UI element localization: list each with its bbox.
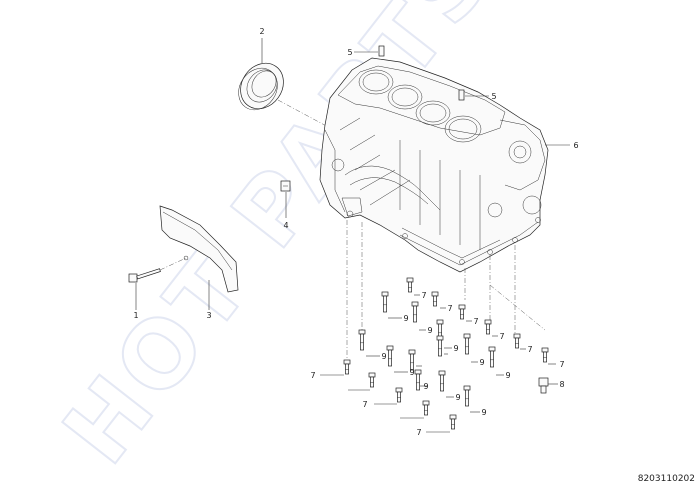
main-bearing-bolts xyxy=(320,277,556,433)
callout-c9j: 9 xyxy=(481,408,486,417)
bolt-3 xyxy=(458,304,466,320)
callout-c2: 2 xyxy=(259,27,264,36)
callout-c9f: 9 xyxy=(479,358,484,367)
bolt-5 xyxy=(513,333,521,349)
callout-c5a: 5 xyxy=(347,48,352,57)
bolt-12 xyxy=(463,333,471,355)
bolt-22 xyxy=(422,400,430,416)
bolt-7 xyxy=(381,291,389,313)
bolt-1 xyxy=(406,277,414,293)
callout-c9i: 9 xyxy=(455,393,460,402)
callout-c7e: 7 xyxy=(527,345,532,354)
bolt-23 xyxy=(449,414,457,430)
bolt-21 xyxy=(395,387,403,403)
bolt-17 xyxy=(438,370,446,392)
callout-c7h: 7 xyxy=(362,400,367,409)
bolt-14 xyxy=(436,335,444,357)
bolt-19 xyxy=(343,359,351,375)
callout-c8: 8 xyxy=(559,380,564,389)
callout-c7c: 7 xyxy=(473,317,478,326)
plug-part xyxy=(280,180,291,192)
bolt-18 xyxy=(463,385,471,407)
cylinder-block xyxy=(319,57,549,273)
drain-plug-part xyxy=(538,377,549,394)
bolt-15 xyxy=(408,349,416,371)
bolt-2 xyxy=(431,291,439,307)
bolt-6 xyxy=(541,347,549,363)
callout-c4: 4 xyxy=(283,221,288,230)
callout-c7f: 7 xyxy=(559,360,564,369)
callout-c9a: 9 xyxy=(403,314,408,323)
bolt-10 xyxy=(411,301,419,323)
heat-shield-part xyxy=(159,205,239,293)
bolt-part-1 xyxy=(128,268,161,283)
callout-c1: 1 xyxy=(133,311,138,320)
callout-c7b: 7 xyxy=(447,304,452,313)
callout-c5b: 5 xyxy=(491,92,496,101)
callout-c7a: 7 xyxy=(421,291,426,300)
callout-c9e: 9 xyxy=(453,344,458,353)
callout-c9d: 9 xyxy=(427,326,432,335)
callout-c9h: 9 xyxy=(423,382,428,391)
callout-c9b: 9 xyxy=(381,352,386,361)
dowel-pin-part xyxy=(378,45,465,101)
callout-c6: 6 xyxy=(573,141,578,150)
callout-c3: 3 xyxy=(206,311,211,320)
bolt-9 xyxy=(386,345,394,367)
oil-seal-part xyxy=(238,62,284,111)
callout-c7i: 7 xyxy=(416,428,421,437)
callout-c7g: 7 xyxy=(310,371,315,380)
bolt-20 xyxy=(368,372,376,388)
callout-c7d: 7 xyxy=(499,332,504,341)
bolt-13 xyxy=(488,346,496,368)
reference-code: 8203110202 xyxy=(637,474,695,484)
bolt-4 xyxy=(484,319,492,335)
bolt-8 xyxy=(358,329,366,351)
callout-c9c: 9 xyxy=(409,368,414,377)
callout-c9g: 9 xyxy=(505,371,510,380)
bolt-16 xyxy=(414,369,422,391)
